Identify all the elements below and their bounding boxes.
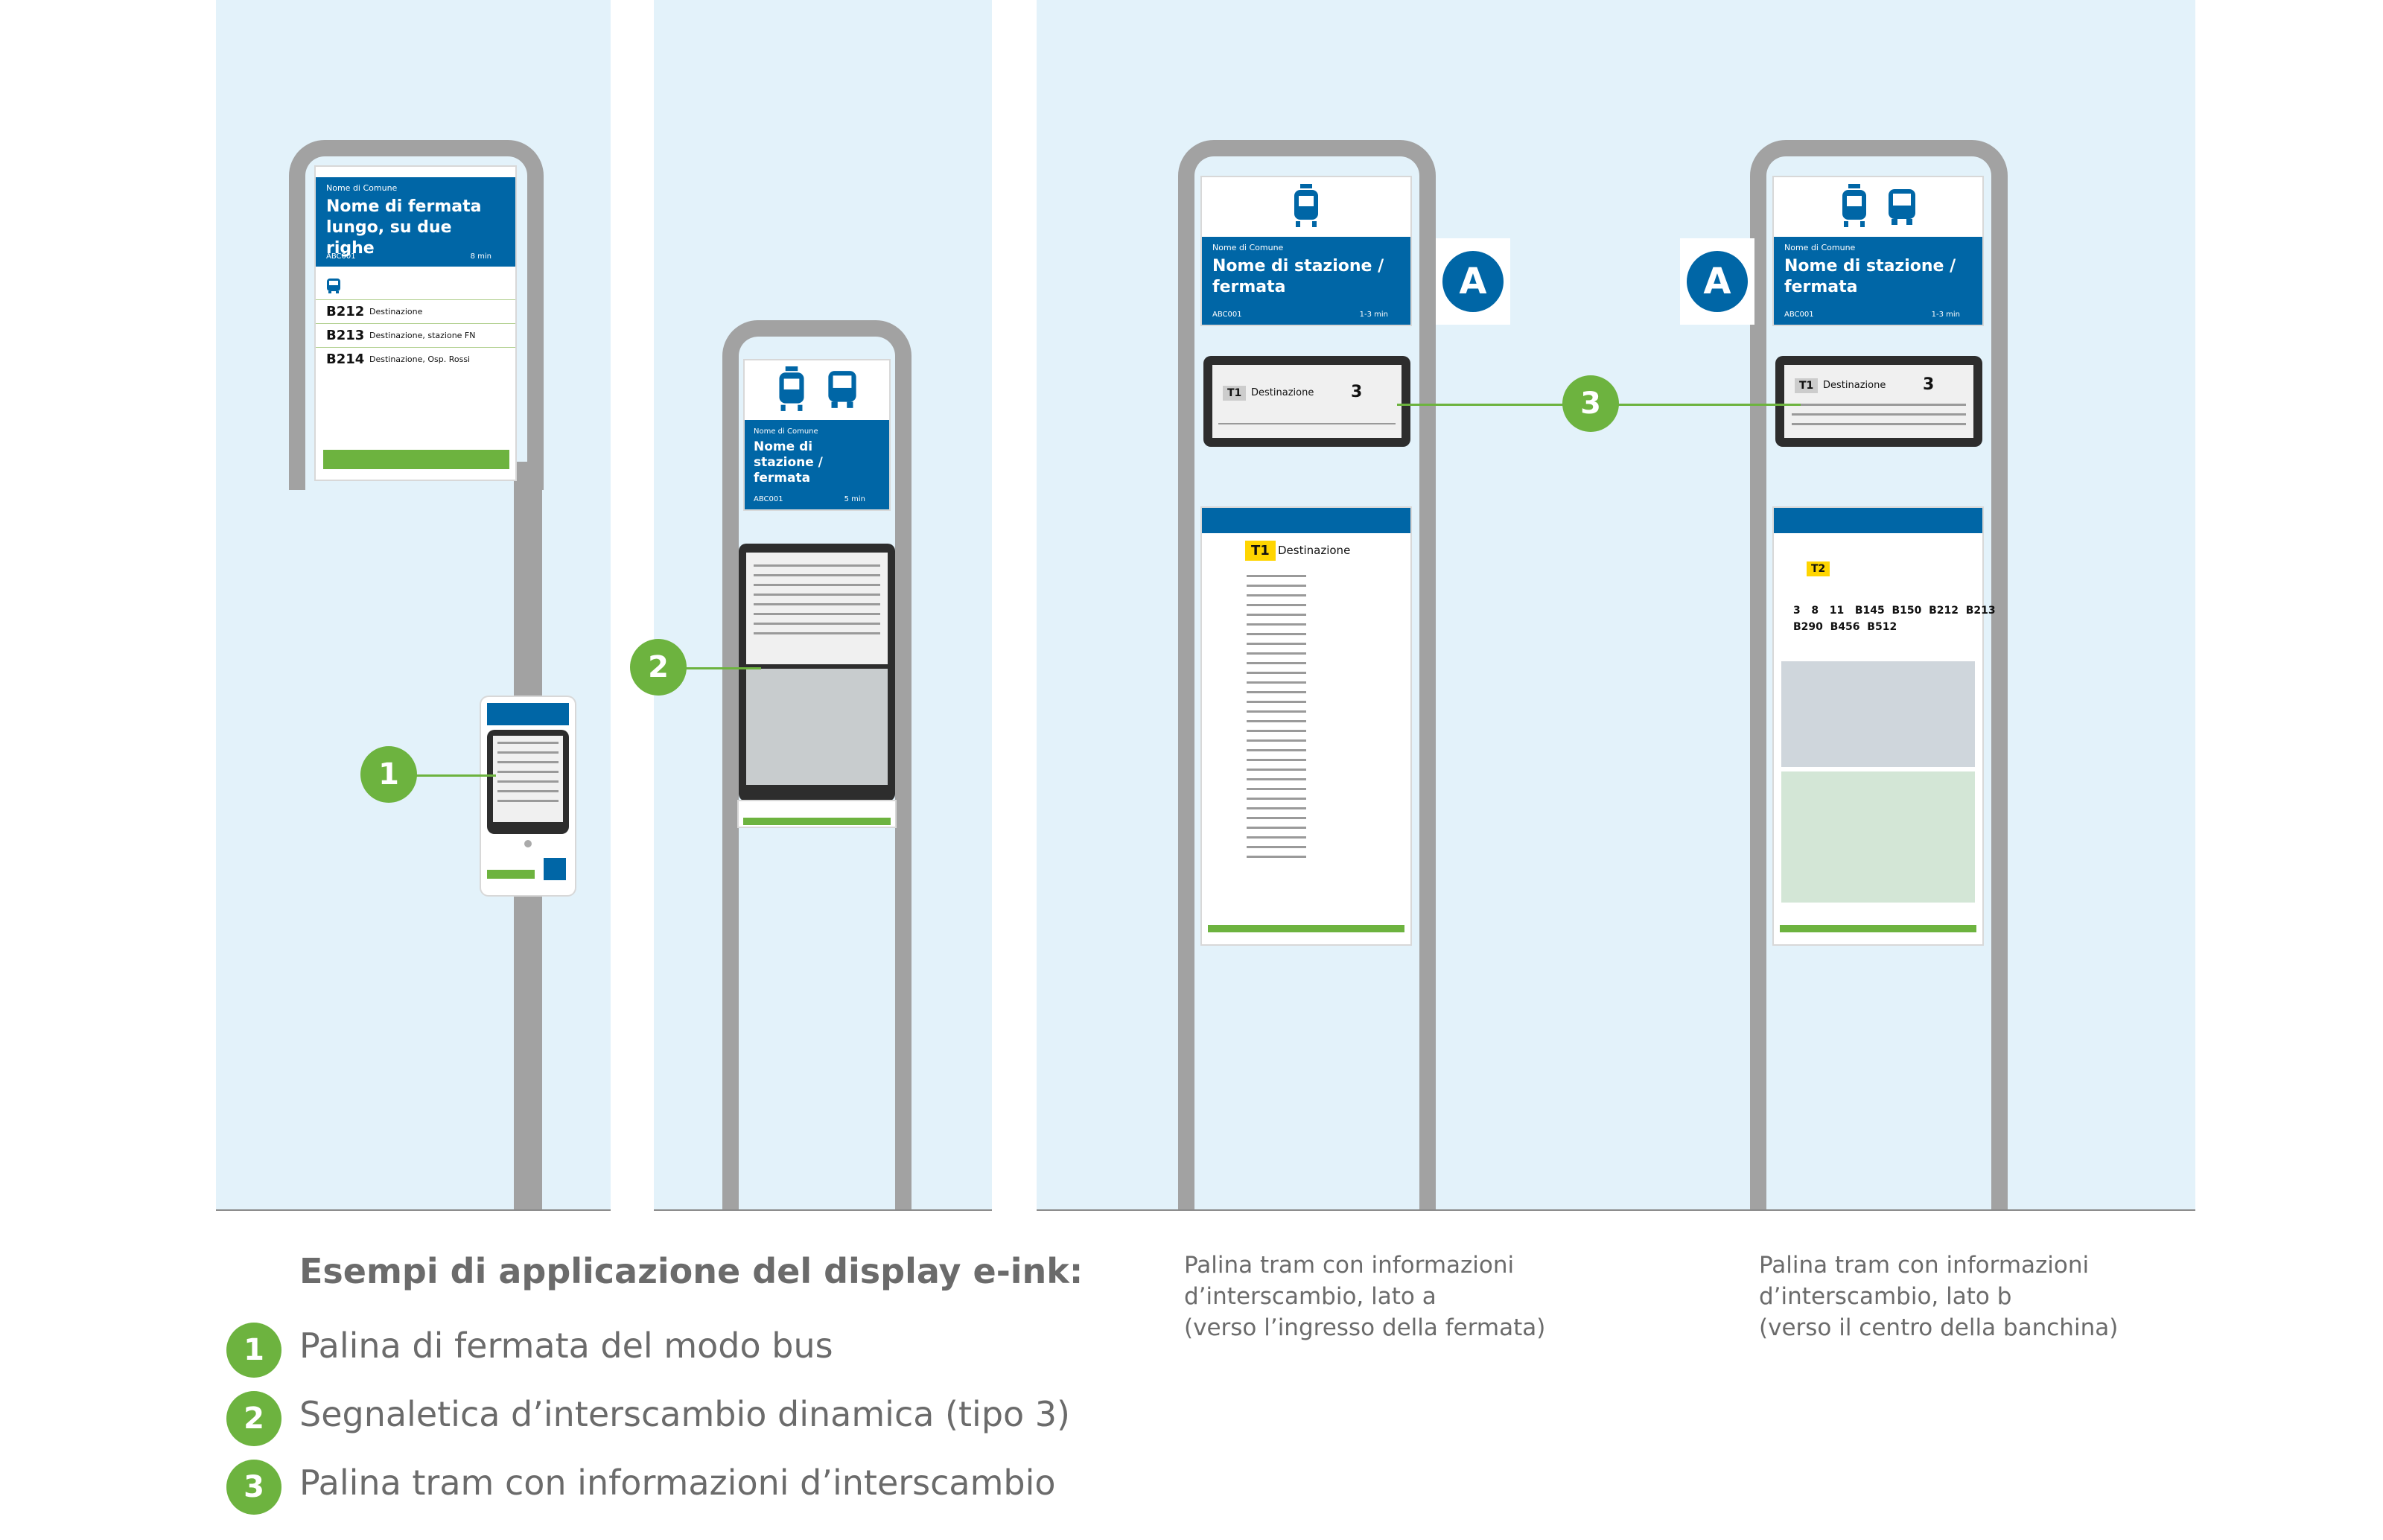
legend-number-2: 2 (226, 1391, 281, 1446)
map-thumbnail (746, 669, 888, 785)
caption-side-a: Palina tram con informazioni d’interscam… (1184, 1252, 1546, 1341)
bus-icon (1889, 189, 1915, 225)
platform-label-b: A (1680, 238, 1754, 325)
route-destination: Destinazione, stazione FN (369, 331, 476, 340)
tram-route-badge: T2 (1807, 561, 1830, 576)
municipality-name: Nome di Comune (326, 183, 398, 193)
legend-item-3: Palina tram con informazioni d’interscam… (299, 1463, 1056, 1503)
stop-header: Nome di Comune Nome di stazione / fermat… (1202, 237, 1410, 325)
tram-pole-frame-b (1750, 140, 2008, 1209)
platform-letter: A (1687, 251, 1748, 312)
eink-display-tram-b: T1 Destinazione 3 (1775, 356, 1982, 447)
legend-number-1: 1 (226, 1323, 281, 1378)
route-number: B213 (326, 328, 365, 343)
platform-label-a: A (1436, 238, 1510, 325)
regional-map-thumbnail (1781, 771, 1975, 903)
map-thumbnail (1781, 661, 1975, 767)
stop-header: Nome di Comune Nome di stazione / fermat… (1774, 237, 1982, 325)
walk-time: 5 min (844, 495, 865, 503)
stop-name: Nome di stazione / fermata (1212, 257, 1384, 296)
stop-code: ABC001 (1784, 311, 1814, 319)
municipality-name: Nome di Comune (1784, 243, 1856, 252)
interchange-timetable-b: T2 3 8 11 B145 B150 B212 B213 B290 B456 … (1774, 508, 1996, 944)
leader-line (414, 774, 496, 777)
bus-icon (327, 279, 340, 293)
municipality-name: Nome di Comune (1212, 243, 1284, 252)
route-number: B214 (326, 351, 365, 367)
eink-destination: Destinazione (1823, 380, 1886, 391)
leader-line (684, 667, 761, 669)
route-number: B212 (326, 304, 365, 319)
footer-brand-bar (323, 450, 509, 469)
eink-display-bus (481, 697, 575, 895)
marker-3: 3 (1562, 375, 1619, 432)
stop-header: Nome di Comune Nome di stazione / fermat… (745, 420, 889, 509)
stop-name: Nome di fermata lungo, su due righe (326, 197, 482, 258)
eink-route: T1 (1223, 386, 1247, 401)
stop-code: ABC001 (326, 252, 356, 261)
marker-1: 1 (360, 746, 417, 803)
stop-code: ABC001 (754, 495, 783, 503)
stop-code: ABC001 (1212, 311, 1242, 319)
interchange-sign: Nome di Comune Nome di stazione / fermat… (745, 360, 889, 509)
stop-header: Nome di Comune Nome di fermata lungo, su… (316, 177, 515, 267)
eink-display-interchange (739, 544, 895, 801)
tram-route-badge: T1 (1245, 541, 1276, 561)
tram-timetable-a: T1 Destinazione (1202, 508, 1410, 944)
legend-item-2: Segnaletica d’interscambio dinamica (tip… (299, 1394, 1070, 1434)
tram-icon (1842, 184, 1866, 227)
tram-icon (779, 366, 804, 411)
platform-letter: A (1442, 251, 1504, 312)
legend-item-1: Palina di fermata del modo bus (299, 1326, 833, 1366)
stop-name: Nome di stazione / fermata (1784, 257, 1956, 296)
tram-icon (1294, 184, 1318, 227)
interchange-pole-frame (722, 320, 911, 1209)
route-destination: Destinazione (369, 307, 423, 316)
eink-display-tram-a: T1 Destinazione 3 (1203, 356, 1410, 447)
qr-code-icon (544, 858, 566, 880)
tram-destination: Destinazione (1278, 544, 1351, 557)
eink-destination: Destinazione (1251, 387, 1314, 398)
bus-pole-frame (289, 140, 544, 490)
bus-icon (828, 371, 856, 408)
municipality-name: Nome di Comune (754, 427, 818, 436)
walk-time: 8 min (470, 252, 491, 261)
stop-name: Nome di stazione / fermata (754, 439, 823, 486)
ground-line (1037, 1209, 2195, 1211)
walk-time: 1-3 min (1931, 311, 1960, 319)
eink-route: T1 (1795, 378, 1819, 393)
tram-stop-sign-a: Nome di Comune Nome di stazione / fermat… (1202, 177, 1410, 325)
bus-routes-line-1: 3 8 11 B145 B150 B212 B213 (1793, 605, 1996, 617)
tram-pole-frame-a (1178, 140, 1436, 1209)
eink-minutes: 3 (1923, 375, 1935, 394)
caption-side-b: Palina tram con informazioni d’interscam… (1759, 1252, 2119, 1341)
legend-title: Esempi di applicazione del display e-ink… (299, 1251, 1084, 1291)
ground-line (216, 1209, 611, 1211)
bus-stop-sign: Nome di Comune Nome di fermata lungo, su… (316, 167, 515, 480)
tram-stop-sign-b: Nome di Comune Nome di stazione / fermat… (1774, 177, 1982, 325)
legend-number-3: 3 (226, 1460, 281, 1515)
walk-time: 1-3 min (1359, 311, 1388, 319)
marker-2: 2 (630, 639, 687, 696)
eink-minutes: 3 (1351, 383, 1363, 401)
bus-routes-line-2: B290 B456 B512 (1793, 621, 1897, 633)
ground-line (654, 1209, 992, 1211)
route-destination: Destinazione, Osp. Rossi (369, 354, 471, 364)
